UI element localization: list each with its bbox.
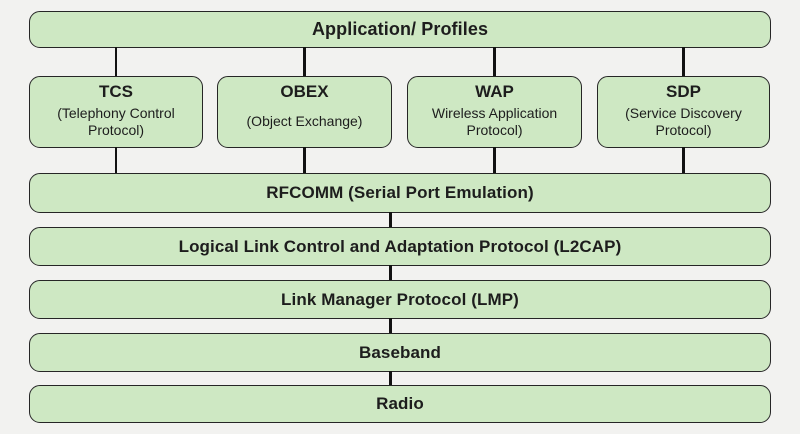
lmp-layer: Link Manager Protocol (LMP) [29, 280, 771, 319]
rfcomm-label: RFCOMM (Serial Port Emulation) [266, 183, 534, 202]
tcs-abbr: TCS [99, 82, 133, 101]
connector-line-obex-top [303, 47, 306, 77]
connector-line-baseband-radio [389, 371, 392, 386]
wap-name: Wireless Application Protocol) [431, 104, 558, 138]
connector-line-l2cap-lmp [389, 265, 392, 281]
tcs-box: TCS (Telephony Control Protocol) [29, 76, 203, 148]
application-profiles-box: Application/ Profiles [29, 11, 771, 48]
baseband-label: Baseband [358, 342, 442, 362]
connector-line-tcs-bottom [114, 147, 118, 174]
wap-box: WAP Wireless Application Protocol) [407, 76, 582, 148]
baseband-layer: Baseband [29, 333, 771, 372]
obex-abbr: OBEX [280, 82, 329, 101]
sdp-abbr: SDP [666, 82, 701, 101]
connector-line-sdp-bottom [682, 147, 685, 174]
connector-line-sdp-top [682, 47, 685, 77]
connector-line-obex-bottom [303, 147, 306, 174]
obex-name: (Object Exchange) [246, 113, 363, 130]
l2cap-label: Logical Link Control and Adaptation Prot… [178, 236, 622, 256]
tcs-name: (Telephony Control Protocol) [57, 104, 175, 138]
radio-layer: Radio [29, 385, 771, 423]
l2cap-layer: Logical Link Control and Adaptation Prot… [29, 227, 771, 266]
wap-abbr: WAP [475, 82, 514, 101]
radio-label: Radio [376, 394, 424, 413]
obex-box: OBEX (Object Exchange) [217, 76, 392, 148]
connector-line-wap-top [493, 47, 496, 77]
sdp-box: SDP (Service Discovery Protocol) [597, 76, 770, 148]
application-profiles-label: Application/ Profiles [311, 19, 489, 39]
connector-line-tcs-top [114, 47, 118, 77]
sdp-name: (Service Discovery Protocol) [625, 104, 742, 138]
connector-line-rfcomm-l2cap [389, 212, 392, 228]
rfcomm-layer: RFCOMM (Serial Port Emulation) [29, 173, 771, 213]
connector-line-wap-bottom [493, 147, 496, 174]
lmp-label: Link Manager Protocol (LMP) [281, 289, 519, 309]
connector-line-lmp-baseband [389, 318, 392, 334]
